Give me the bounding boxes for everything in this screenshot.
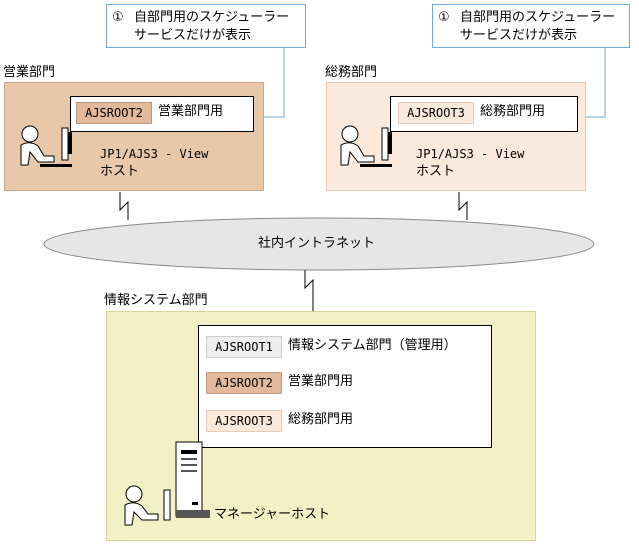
sales-callout-line2: サービスだけが表示: [134, 28, 252, 43]
general-callout: [432, 4, 630, 48]
info-root-label-3: 総務部門用: [288, 412, 354, 427]
link-intranet-info: [304, 270, 314, 311]
general-root-tag: AJSROOT3: [398, 102, 474, 124]
general-host-line2: ホスト: [416, 164, 456, 179]
intranet-cloud: [43, 217, 595, 271]
general-dept-title: 総務部門: [325, 65, 378, 80]
sales-dept-title: 営業部門: [3, 65, 56, 80]
general-callout-line2: サービスだけが表示: [460, 28, 578, 43]
info-root-tag-2: AJSROOT2: [206, 372, 282, 394]
general-host-line1: JP1/AJS3 - View: [416, 147, 525, 161]
info-dept-title: 情報システム部門: [104, 293, 208, 308]
manager-host-label: マネージャーホスト: [214, 507, 331, 522]
info-root-label-1: 情報システム部門（管理用）: [288, 338, 457, 353]
sales-callout: [106, 4, 306, 48]
sales-callout-line1: 自部門用のスケジューラー: [134, 10, 290, 25]
general-callout-line1: 自部門用のスケジューラー: [460, 10, 616, 25]
general-callout-num: ①: [438, 10, 450, 25]
link-general-intranet: [458, 192, 468, 220]
sales-root-label: 営業部門用: [158, 104, 224, 119]
sales-host-line1: JP1/AJS3 - View: [100, 147, 209, 161]
info-root-tag-3: AJSROOT3: [206, 410, 282, 432]
info-root-label-2: 営業部門用: [288, 374, 354, 389]
link-sales-intranet: [119, 192, 129, 220]
intranet-label: 社内イントラネット: [258, 236, 376, 251]
sales-root-tag: AJSROOT2: [76, 102, 152, 124]
sales-host-line2: ホスト: [100, 164, 140, 179]
sales-callout-num: ①: [112, 10, 124, 25]
info-root-tag-1: AJSROOT1: [206, 336, 282, 358]
general-root-label: 総務部門用: [480, 104, 546, 119]
